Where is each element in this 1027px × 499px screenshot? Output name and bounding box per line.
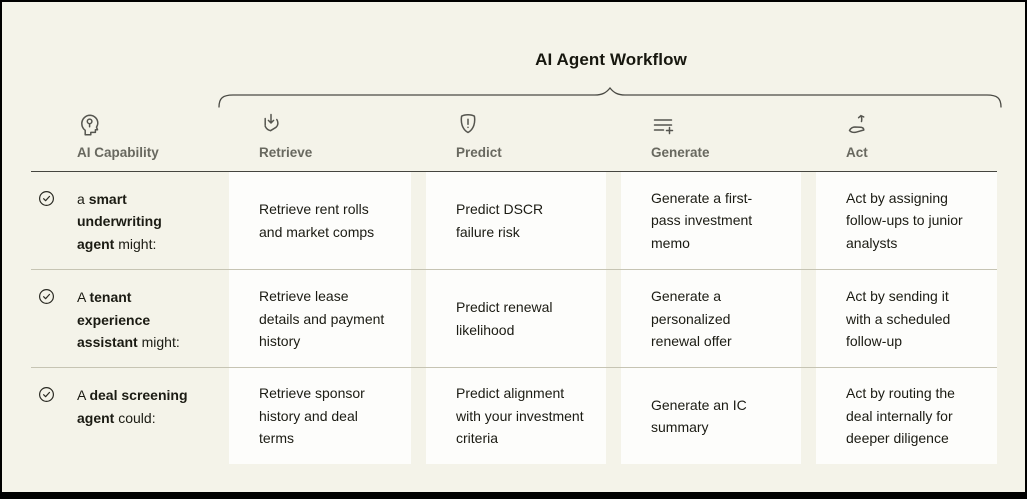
page-title: AI Agent Workflow [535, 50, 687, 69]
act-cell: Act by assigning follow-ups to junior an… [816, 172, 997, 270]
header-label: Generate [651, 145, 710, 160]
hand-up-arrow-icon [846, 112, 870, 136]
capability-text: A deal screening agent could: [77, 387, 188, 426]
header-act: Act [816, 112, 997, 160]
capability-cell: A tenant experience assistant might: [31, 270, 214, 367]
seal-check-icon [38, 386, 55, 403]
act-cell: Act by sending it with a scheduled follo… [816, 270, 997, 368]
header-label: Predict [456, 145, 502, 160]
header-label: AI Capability [77, 145, 159, 160]
capability-text: A tenant experience assistant might: [77, 289, 180, 350]
generate-cell: Generate a first-pass investment memo [621, 172, 801, 270]
head-circuit-icon [77, 112, 101, 136]
header-generate: Generate [621, 112, 801, 160]
capability-cell: A deal screening agent could: [31, 368, 214, 463]
overbrace-decoration [218, 87, 1002, 108]
header-label: Retrieve [259, 145, 313, 160]
table-row: A tenant experience assistant might: Ret… [31, 270, 997, 369]
generate-cell: Generate an IC summary [621, 368, 801, 464]
predict-cell: Predict alignment with your investment c… [426, 368, 606, 464]
retrieve-cell: Retrieve sponsor history and deal terms [229, 368, 411, 464]
list-add-icon [651, 112, 675, 136]
retrieve-cell: Retrieve lease details and payment histo… [229, 270, 411, 368]
seal-check-icon [38, 190, 55, 207]
header-retrieve: Retrieve [229, 112, 411, 160]
generate-cell: Generate a personalized renewal offer [621, 270, 801, 368]
retrieve-cell: Retrieve rent rolls and market comps [229, 172, 411, 270]
seal-check-icon [38, 288, 55, 305]
header-predict: Predict [426, 112, 606, 160]
capability-cell: a smart underwriting agent might: [31, 172, 214, 269]
header-label: Act [846, 145, 868, 160]
table-row: A deal screening agent could: Retrieve s… [31, 368, 997, 464]
predict-cell: Predict renewal likelihood [426, 270, 606, 368]
hand-receive-arrow-icon [259, 112, 283, 136]
predict-cell: Predict DSCR failure risk [426, 172, 606, 270]
capability-text: a smart underwriting agent might: [77, 191, 162, 252]
workflow-table: AI Capability Retrieve [31, 112, 997, 464]
table-header-row: AI Capability Retrieve [31, 112, 997, 172]
header-ai-capability: AI Capability [31, 112, 214, 160]
table-row: a smart underwriting agent might: Retrie… [31, 172, 997, 271]
act-cell: Act by routing the deal internally for d… [816, 368, 997, 464]
shield-alert-icon [456, 112, 480, 136]
